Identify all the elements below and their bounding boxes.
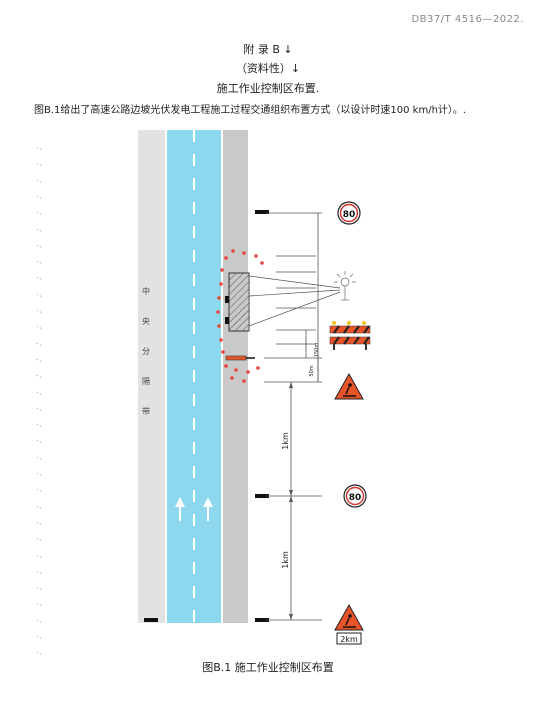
distance-plate-text: 2km — [340, 635, 358, 644]
paragraph-mark: .˛ — [36, 353, 43, 362]
median-strip — [138, 130, 166, 623]
work-area — [228, 272, 250, 332]
paragraph-mark: .˛ — [36, 434, 43, 443]
dimension-arrowheads — [289, 382, 293, 620]
paragraph-mark: .˛ — [36, 500, 43, 509]
dimension-ticks — [264, 212, 322, 621]
direction-arrow-right — [203, 497, 213, 521]
sign-post-marks — [144, 210, 269, 622]
paragraph-mark: .˛ — [36, 549, 43, 558]
warning-lamp-icon — [334, 271, 356, 301]
dim-label-1km-lower: 1km — [281, 551, 290, 569]
paragraph-mark: .˛ — [36, 288, 43, 297]
dimension-lines — [290, 213, 319, 620]
hard-shoulder — [222, 130, 248, 623]
direction-arrow-left — [175, 497, 185, 521]
paragraph-mark: .˛ — [36, 565, 43, 574]
median-label-char: 带 — [142, 407, 150, 416]
paragraph-mark: .˛ — [36, 402, 43, 411]
speed-limit-mid-value: 80 — [349, 493, 362, 503]
work-area-marks — [225, 296, 229, 324]
appendix-heading: 施工作业控制区布置. — [216, 82, 320, 95]
paragraph-mark: .˛ — [36, 646, 43, 655]
median-label-char: 分 — [142, 347, 150, 356]
taper-barrier — [225, 355, 247, 361]
paragraph-mark: .˛ — [36, 304, 43, 313]
paragraph-mark: .˛ — [36, 467, 43, 476]
median-label: 中 央 分 隔 带 — [142, 286, 150, 416]
paragraph-mark: .˛ — [36, 516, 43, 525]
paragraph-mark: .˛ — [36, 337, 43, 346]
roadwork-warning-sign-lower: 2km — [334, 603, 364, 645]
median-label-char: 中 — [142, 286, 150, 296]
dim-label-150m: 150m — [314, 343, 320, 358]
paragraph-mark: .˛ — [36, 418, 43, 427]
paragraph-mark: .˛ — [36, 581, 43, 590]
paragraph-mark: .˛ — [36, 320, 43, 329]
paragraph-mark: .˛ — [36, 190, 43, 199]
paragraph-mark: .˛ — [36, 157, 43, 166]
appendix-title: 附 录 B ↓ — [243, 43, 293, 56]
paragraph-mark: .˛ — [36, 451, 43, 460]
paragraph-mark: .˛ — [36, 174, 43, 183]
median-label-char: 隔 — [142, 377, 150, 386]
paragraph-mark: .˛ — [36, 532, 43, 541]
speed-limit-top-value: 80 — [343, 210, 356, 220]
standard-code: DB37/T 4516—2022. — [411, 14, 524, 25]
paragraph-mark: .˛ — [36, 255, 43, 264]
intro-paragraph: 图B.1给出了高速公路边坡光伏发电工程施工过程交通组织布置方式（以设计时速100… — [34, 105, 467, 116]
barricade-icon — [329, 321, 371, 350]
paragraph-mark: .˛ — [36, 630, 43, 639]
appendix-nature: （资料性）↓ — [235, 62, 301, 75]
paragraph-mark: .˛ — [36, 206, 43, 215]
paragraph-mark: .˛ — [36, 369, 43, 378]
dim-label-1km-upper: 1km — [281, 432, 290, 450]
paragraph-mark: .˛ — [36, 483, 43, 492]
lamp-sightlines — [248, 275, 341, 327]
figure-caption: 图B.1 施工作业控制区布置 — [202, 661, 334, 674]
paragraph-mark: .˛ — [36, 386, 43, 395]
speed-limit-sign-top: 80 — [337, 201, 361, 225]
paragraph-mark: .˛ — [36, 239, 43, 248]
median-label-char: 央 — [142, 316, 150, 326]
speed-limit-sign-middle: 80 — [343, 484, 367, 508]
roadwork-warning-sign-upper — [334, 372, 364, 400]
traffic-cones — [216, 249, 264, 383]
paragraph-mark: .˛ — [36, 141, 43, 150]
dim-label-50m: 50m — [309, 365, 315, 376]
paragraph-mark: .˛ — [36, 597, 43, 606]
paragraph-mark: .˛ — [36, 223, 43, 232]
paragraph-mark: .˛ — [36, 271, 43, 280]
paragraph-mark: .˛ — [36, 614, 43, 623]
